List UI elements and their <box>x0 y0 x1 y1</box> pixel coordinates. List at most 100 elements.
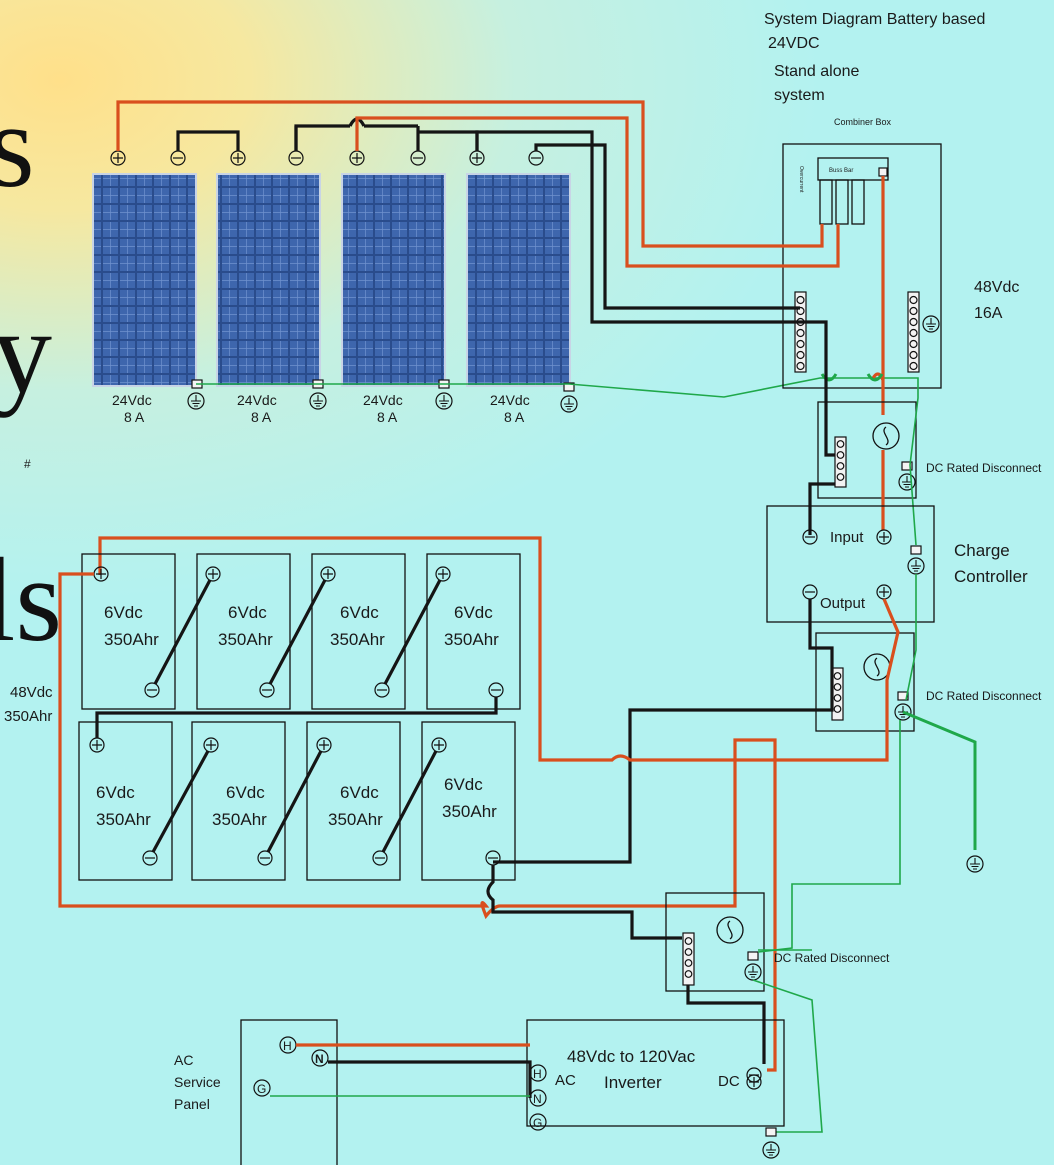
battery-disconnect-label: DC Rated Disconnect <box>926 689 1042 703</box>
controller-output-label: Output <box>820 595 866 612</box>
battery-disconnect-neg-bus <box>831 667 844 721</box>
controller-output-plus <box>876 584 892 600</box>
panel3-minus-terminal <box>410 150 426 166</box>
battery-cell-1-minus <box>144 682 160 698</box>
inverter-name: Inverter <box>604 1073 662 1092</box>
panel-n-terminal: N <box>311 1049 329 1067</box>
svg-text:N: N <box>533 1092 542 1106</box>
battery-cell-2 <box>196 553 291 710</box>
battery-disconnect-fuse-icon <box>863 653 891 681</box>
battery-cell-5-volt: 6Vdc <box>96 783 135 802</box>
battery-cell-3 <box>311 553 406 710</box>
battery-cell-3-plus <box>320 566 336 582</box>
bg-glyph-s: s <box>0 79 35 212</box>
panel1-amps: 8 A <box>124 409 145 425</box>
bg-hash: # <box>24 457 31 471</box>
diagram-title-line4: system <box>774 87 825 104</box>
pv-disconnect-label: DC Rated Disconnect <box>926 461 1042 475</box>
earth-ground-icon <box>966 855 984 873</box>
ac-neutral-wire <box>328 1060 532 1098</box>
battery-cell-7-plus <box>316 737 332 753</box>
battery-cell-4-plus <box>435 566 451 582</box>
controller-negative-to-battery <box>493 599 834 864</box>
jumper-6-7 <box>266 750 323 853</box>
inverter-disconnect-label: DC Rated Disconnect <box>774 951 890 965</box>
inverter-ground-return <box>752 979 823 1133</box>
battery-positive-to-inverter <box>58 572 777 1072</box>
combiner-wire-hops <box>820 373 884 382</box>
breaker-2 <box>835 179 849 225</box>
inverter-ground-lug <box>765 1127 777 1137</box>
controller-ground-wire <box>905 574 917 701</box>
panel1-ground-icon <box>187 392 205 410</box>
battery-cell-1-ah: 350Ahr <box>104 630 159 649</box>
panel2-minus-terminal <box>288 150 304 166</box>
battery-cell-3-volt: 6Vdc <box>340 603 379 622</box>
battery-cell-2-volt: 6Vdc <box>228 603 267 622</box>
pv-ground-wire <box>909 380 919 546</box>
controller-input-label: Input <box>830 529 864 546</box>
panel1-voltage: 24Vdc <box>112 392 152 408</box>
panel2-voltage: 24Vdc <box>237 392 277 408</box>
battery-disconnect-box <box>815 632 915 732</box>
panel2-plus-terminal <box>230 150 246 166</box>
earth-ground-conductor <box>902 710 977 850</box>
bg-glyph-ls: ls <box>0 533 62 666</box>
inverter-dc-label: DC <box>718 1073 740 1090</box>
battery-cell-4 <box>426 553 521 710</box>
battery-cell-3-ah: 350Ahr <box>330 630 385 649</box>
panel4-voltage: 24Vdc <box>490 392 530 408</box>
battery-cell-1-volt: 6Vdc <box>104 603 143 622</box>
battery-cell-5-ah: 350Ahr <box>96 810 151 829</box>
battery-cell-4-minus <box>488 682 504 698</box>
battery-cell-7-ah: 350Ahr <box>328 810 383 829</box>
panel3-amps: 8 A <box>377 409 398 425</box>
inverter-title: 48Vdc to 120Vac <box>567 1047 696 1066</box>
jumper-7-8 <box>381 750 438 853</box>
battery-cell-5 <box>78 721 173 881</box>
pv-disconnect-ground-lug <box>901 461 913 471</box>
battery-cell-6-volt: 6Vdc <box>226 783 265 802</box>
panel2-ground-icon <box>309 392 327 410</box>
controller-output-minus <box>802 584 818 600</box>
combiner-neg-bus <box>794 291 807 373</box>
battery-disconnect-ground-lug <box>897 691 909 701</box>
overcurrent-label: Overcurrent <box>798 166 804 193</box>
ac-panel-label-line2: Service <box>174 1074 221 1090</box>
panel4-ground-lug <box>563 382 575 392</box>
solar-panel-3 <box>341 173 446 387</box>
controller-ground-icon <box>907 557 925 575</box>
panel-h-terminal: H <box>279 1036 297 1054</box>
breaker-3 <box>851 179 865 225</box>
combiner-box-label: Combiner Box <box>834 117 892 127</box>
battery-cell-8-ah: 350Ahr <box>442 802 497 821</box>
diagram-title-line1: System Diagram Battery based <box>764 11 985 28</box>
panel4-ground-icon <box>560 395 578 413</box>
inverter-ground-icon <box>762 1141 780 1159</box>
svg-text:G: G <box>257 1082 266 1096</box>
diagram-title-line2: 24VDC <box>768 35 820 52</box>
svg-text:G: G <box>533 1116 542 1130</box>
inverter-box <box>526 1019 785 1127</box>
bg-glyph-y: y <box>0 285 52 418</box>
inverter-disconnect-fuse-icon <box>716 916 744 944</box>
battery-cell-3-minus <box>374 682 390 698</box>
panel-g-terminal: G <box>253 1079 271 1097</box>
array-positive-wire-a <box>116 100 824 248</box>
inverter-h-terminal: H <box>529 1064 547 1082</box>
solar-panel-2 <box>216 173 321 387</box>
pv-disconnect-box <box>817 401 917 499</box>
battery-cell-8 <box>421 721 516 881</box>
battery-cell-6-plus <box>203 737 219 753</box>
battery-cell-6 <box>191 721 286 881</box>
battery-cell-4-volt: 6Vdc <box>454 603 493 622</box>
array-negative-wire-a <box>534 143 800 310</box>
svg-text:H: H <box>533 1067 542 1081</box>
battery-cell-5-minus <box>142 850 158 866</box>
inverter-ac-label: AC <box>555 1072 576 1089</box>
battery-cell-1-plus <box>93 566 109 582</box>
battery-bank-voltage: 48Vdc <box>10 684 53 701</box>
jumper-2-3 <box>268 579 327 685</box>
battery-cell-1 <box>81 553 176 710</box>
battery-cell-7 <box>306 721 401 881</box>
